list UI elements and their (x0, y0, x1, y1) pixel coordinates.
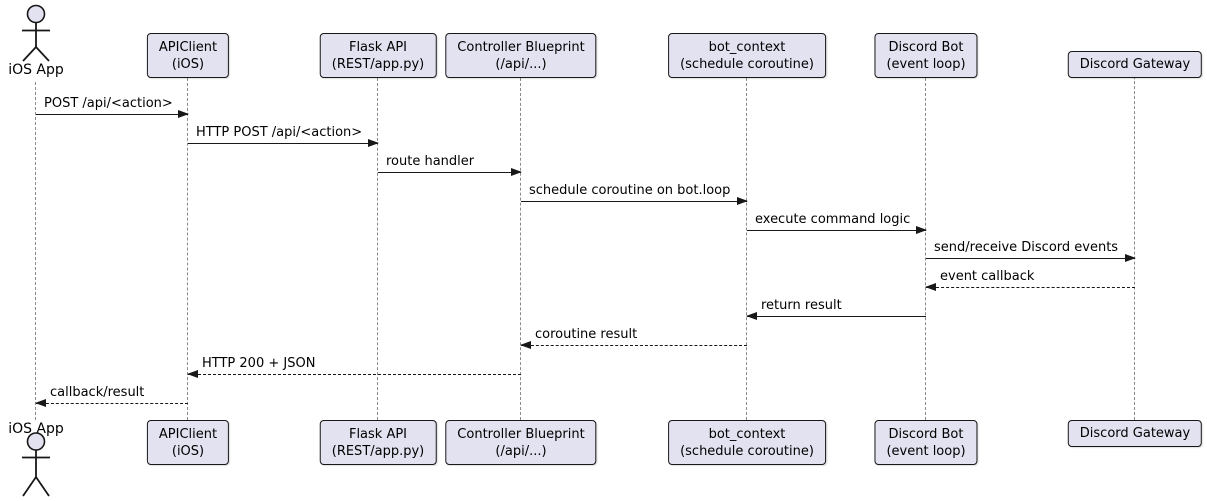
message-event-callback: event callback (925, 269, 1135, 291)
participant-name: bot_context (708, 39, 786, 55)
message-arrow (36, 110, 189, 118)
participant-name: APIClient (158, 426, 218, 442)
message-arrow (187, 370, 521, 378)
participant-name: Discord Bot (888, 426, 964, 442)
message-callback-result: callback/result (35, 385, 188, 407)
arrowhead-left-icon (35, 399, 46, 407)
lifeline-controller-blueprint (520, 78, 521, 420)
participant-subtitle: (iOS) (171, 56, 205, 72)
message-arrow (520, 341, 747, 349)
participant-controller-blueprint-bottom: Controller Blueprint (/api/...) (445, 420, 597, 465)
arrowhead-right-icon (916, 226, 927, 234)
message-label: POST /api/<action> (44, 96, 173, 111)
message-label: coroutine result (535, 327, 638, 342)
participant-subtitle: (/api/...) (495, 443, 547, 459)
participant-discord-bot-bottom: Discord Bot (event loop) (874, 420, 978, 465)
message-http-200-json: HTTP 200 + JSON (187, 356, 521, 378)
participant-discord-gateway-bottom: Discord Gateway (1067, 420, 1203, 447)
message-arrow (378, 168, 522, 176)
participant-subtitle: (schedule coroutine) (680, 443, 814, 459)
participant-name: Discord Gateway (1079, 57, 1191, 72)
message-send-receive-discord-events: send/receive Discord events (926, 240, 1136, 262)
arrowhead-right-icon (737, 197, 748, 205)
participant-apiclient-top: APIClient (iOS) (146, 33, 230, 78)
participant-subtitle: (/api/...) (495, 56, 547, 72)
message-arrow (35, 399, 188, 407)
message-label: return result (761, 298, 842, 313)
actor-label-bottom: iOS App (8, 421, 64, 437)
arrowhead-right-icon (368, 139, 379, 147)
participant-flask-api-bottom: Flask API (REST/app.py) (319, 420, 437, 465)
participant-subtitle: (event loop) (886, 443, 966, 459)
message-label: callback/result (50, 385, 145, 400)
lifeline-apiclient (187, 78, 188, 420)
message-http-post-api-action: HTTP POST /api/<action> (188, 125, 379, 147)
lifeline-ios-app (35, 82, 36, 420)
arrowhead-right-icon (178, 110, 189, 118)
participant-subtitle: (schedule coroutine) (680, 56, 814, 72)
participant-name: Flask API (348, 39, 408, 55)
actor-icon-bottom (22, 432, 50, 497)
participant-subtitle: (event loop) (886, 56, 966, 72)
participant-discord-gateway-top: Discord Gateway (1067, 51, 1203, 78)
participant-name: bot_context (708, 426, 786, 442)
message-schedule-coroutine: schedule coroutine on bot.loop (521, 183, 748, 205)
message-label: HTTP POST /api/<action> (196, 125, 363, 140)
message-arrow (747, 226, 927, 234)
participant-name: Discord Bot (888, 39, 964, 55)
message-coroutine-result: coroutine result (520, 327, 747, 349)
participant-bot-context-top: bot_context (schedule coroutine) (668, 33, 826, 78)
message-execute-command-logic: execute command logic (747, 212, 927, 234)
participant-flask-api-top: Flask API (REST/app.py) (319, 33, 437, 78)
participant-name: Flask API (348, 426, 408, 442)
message-arrow (926, 254, 1136, 262)
arrowhead-right-icon (1125, 254, 1136, 262)
participant-subtitle: (REST/app.py) (331, 443, 425, 459)
lifeline-discord-gateway (1134, 51, 1135, 420)
message-post-api-action: POST /api/<action> (36, 96, 189, 118)
message-arrow (925, 283, 1135, 291)
participant-controller-blueprint-top: Controller Blueprint (/api/...) (445, 33, 597, 78)
message-label: route handler (386, 154, 475, 169)
participant-name: Controller Blueprint (457, 39, 585, 55)
arrowhead-left-icon (746, 312, 757, 320)
message-arrow (521, 197, 748, 205)
lifeline-flask-api (377, 78, 378, 420)
participant-discord-bot-top: Discord Bot (event loop) (874, 33, 978, 78)
message-return-result: return result (746, 298, 926, 320)
message-arrow (746, 312, 926, 320)
message-label: send/receive Discord events (934, 240, 1119, 255)
message-label: execute command logic (755, 212, 911, 227)
arrowhead-left-icon (187, 370, 198, 378)
message-label: HTTP 200 + JSON (202, 356, 316, 371)
actor-icon-top (22, 4, 50, 62)
participant-apiclient-bottom: APIClient (iOS) (146, 420, 230, 465)
lifeline-discord-bot (925, 78, 926, 420)
participant-name: Discord Gateway (1079, 426, 1191, 441)
participant-bot-context-bottom: bot_context (schedule coroutine) (668, 420, 826, 465)
message-label: schedule coroutine on bot.loop (529, 183, 731, 198)
participant-name: Controller Blueprint (457, 426, 585, 442)
message-label: event callback (940, 269, 1035, 284)
arrowhead-left-icon (925, 283, 936, 291)
lifeline-bot-context (746, 78, 747, 420)
participant-subtitle: (REST/app.py) (331, 56, 425, 72)
participant-subtitle: (iOS) (171, 443, 205, 459)
message-arrow (188, 139, 379, 147)
participant-name: APIClient (158, 39, 218, 55)
arrowhead-right-icon (511, 168, 522, 176)
arrowhead-left-icon (520, 341, 531, 349)
actor-label-top: iOS App (8, 62, 64, 78)
message-route-handler: route handler (378, 154, 522, 176)
